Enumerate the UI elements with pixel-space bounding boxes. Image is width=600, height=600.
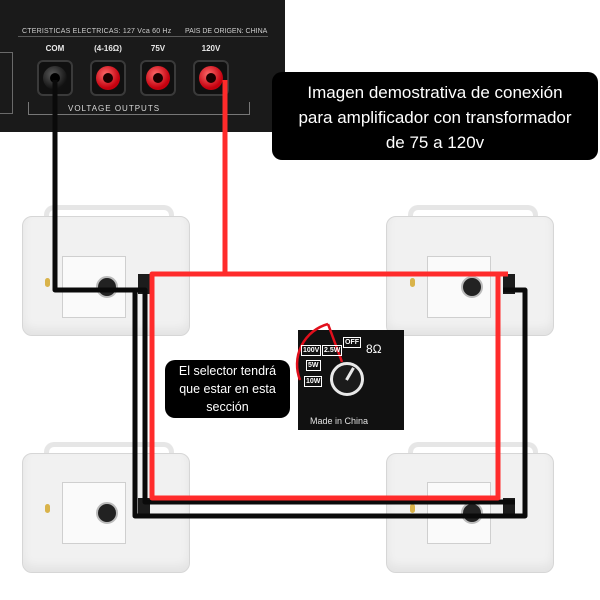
terminal-75v	[140, 60, 176, 96]
wire-red-120v	[149, 80, 508, 501]
voltage-outputs-frame	[28, 102, 250, 115]
note-line-1: El selector tendrá	[178, 364, 277, 378]
callout-line-3: de 75 a 120v	[385, 133, 485, 152]
selector-note-box	[165, 360, 290, 418]
selector-label-off: OFF	[343, 337, 361, 348]
callout-line-2: para amplificador con transformador	[298, 108, 572, 127]
amplifier-divider	[18, 36, 268, 37]
description-callout-text: Imagen demostrativa de conexión para amp…	[272, 80, 598, 155]
callout-line-1: Imagen demostrativa de conexión	[307, 83, 563, 102]
terminal-label-75v: 75V	[150, 44, 166, 53]
selector-label-2-5w: 2.5W	[322, 345, 343, 356]
description-callout	[272, 72, 598, 160]
selector-label-5w: 5W	[306, 360, 321, 371]
terminal-4-16	[90, 60, 126, 96]
wire-black-com	[52, 80, 515, 505]
speaker-top-right-handle	[408, 205, 538, 224]
speaker-bottom-right-screw	[410, 504, 415, 513]
selector-label-10w: 10W	[304, 376, 323, 387]
note-line-2: que estar en esta	[179, 382, 276, 396]
speaker-top-right-knob	[461, 276, 483, 298]
speaker-top-left-screw	[45, 278, 50, 287]
terminal-label-com: COM	[45, 44, 65, 53]
terminal-label-4-16: (4-16Ω)	[94, 44, 122, 53]
terminal-label-120v: 120V	[201, 44, 221, 53]
speaker-bottom-left-handle	[44, 442, 174, 461]
speaker-bottom-right-handle	[408, 442, 538, 461]
amplifier-spec-text: CTERISTICAS ELECTRICAS: 127 Vca 60 Hz	[22, 28, 172, 35]
selector-note-text: El selector tendrá que estar en esta sec…	[165, 362, 290, 416]
note-line-3: sección	[206, 400, 249, 414]
selector-label-100v: 100V	[301, 345, 322, 356]
speaker-top-left-handle	[44, 205, 174, 224]
voltage-outputs-label: VOLTAGE OUTPUTS	[68, 104, 161, 113]
amplifier-edge-bracket	[0, 52, 13, 114]
amplifier-origin-text: PAIS DE ORIGEN: CHINA	[185, 28, 268, 35]
speaker-top-right-screw	[410, 278, 415, 287]
selector-made-in-label: Made in China	[310, 416, 369, 426]
selector-impedance-label: 8Ω	[366, 342, 382, 356]
speaker-bottom-left-knob	[96, 502, 118, 524]
terminal-120v	[193, 60, 229, 96]
speaker-bottom-left-screw	[45, 504, 50, 513]
wire-black-right	[132, 287, 528, 519]
